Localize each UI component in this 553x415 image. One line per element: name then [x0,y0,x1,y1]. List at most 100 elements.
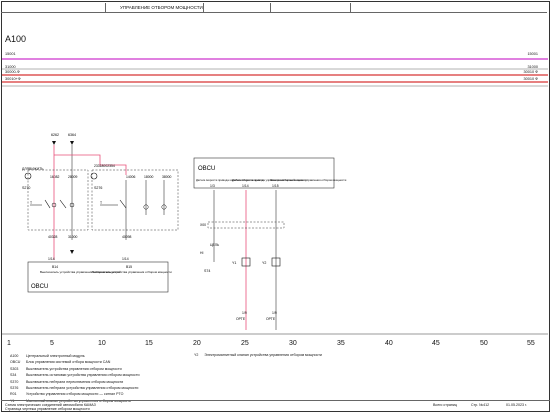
rail-label-left: 15001 [5,52,16,56]
bottom-label-2: 1/9 [272,311,277,315]
arrow-icon [70,250,74,254]
valve-y2-icon [271,257,281,267]
ruler-number: 20 [193,340,201,347]
node-31000: 31000 [68,235,78,239]
ecu-left-label: OBCU [31,284,48,290]
col3-text: Электромагнитный клапан управления отбор… [270,178,347,182]
rail-label-right: 30010 Ф [523,77,539,81]
ruler-number: 40 [385,340,393,347]
switch1-tag: S270 [22,186,30,190]
valve-y1-tag: Y1 [232,261,236,265]
ruler-number: 45 [432,340,440,347]
contact-icon [51,202,57,208]
footer-doc: Схема электрических соединений автомобил… [5,403,96,407]
header-divider [105,3,106,12]
node-18000: 18000 [144,175,154,179]
node-16082: 16082 [50,175,60,179]
rail-label-left: 30000-Ф [5,70,20,74]
rail-31000: 31000 31000 [2,64,548,71]
s274-sub: ЦЕЛЬ [210,243,220,247]
bottom-label-4: ОРТЕ [266,317,276,321]
rail-30010: 30010+Ф 30010 Ф [2,76,548,83]
switch-contact [59,199,67,209]
contact-icon [69,202,75,208]
col2-text: Датчик скорости привода управления отбор… [232,178,307,182]
switch-contact [119,199,127,209]
valve-y1-icon [241,257,251,267]
node-28009: 28009 [68,175,78,179]
switch2-tag: S276 [94,186,102,190]
conn-top2: 6364 [68,133,76,137]
header-divider [270,3,271,12]
pin-1-3: 1/3 [210,184,215,188]
ruler-number: 55 [527,340,535,347]
pt-1: 1/14 [48,257,55,261]
ruler-number: 50 [480,340,488,347]
pt-2: 1/14 [122,257,129,261]
footer-sub: Страница чертежа управление отбором мощн… [5,407,90,411]
valve-y2-tag: Y2 [262,261,266,265]
switch2-label: 23318002354 [94,164,115,168]
ruler-number: 30 [289,340,297,347]
box1-tag: B14 [52,265,58,269]
switch-symbol: T [30,201,32,205]
col1-text: Датчик скорости привода коробки отбора м… [196,178,264,182]
ruler-number: 35 [337,340,345,347]
footer-sheet: Стр. №412 [471,403,490,407]
header-title: УПРАВЛЕНИЕ ОТБОРОМ МОЩНОСТИ [120,3,204,12]
block-title: A100 [5,34,27,44]
switch-group-box [91,169,179,231]
lamp-icon [24,172,32,180]
node-40328: 40328 [48,235,58,239]
node-14006: 14006 [126,175,136,179]
node-40098: 40098 [122,235,132,239]
connector-box [207,221,285,229]
rail-label-right: 31000 [527,65,538,69]
contact-icon [161,204,167,210]
pin-1-4: 1/14 [242,184,249,188]
node-38000: 38000 [162,175,172,179]
bottom-label-3: ОРТЕ [236,317,246,321]
switch-symbol: T [100,201,102,205]
rail-label-right: 15001 [527,52,538,56]
ruler-number: 5 [50,340,54,347]
arrow-icon [52,141,56,145]
switch-contact [44,199,51,209]
ground-symbol: HI [200,251,203,255]
box1-text: Выключатель устройства управления отборо… [40,270,120,274]
conn-top1: 6262 [51,133,59,137]
arrow-icon [70,141,74,145]
ruler-number: 15 [145,340,153,347]
switch1-label: ДЛЯВИЖИТЬ [22,167,44,171]
ruler-number: 25 [241,340,249,347]
lamp-icon [90,172,98,180]
rail-label-left: 30010+Ф [5,77,21,81]
box2-text: Выключатель устройства управления отборо… [92,270,172,274]
pin-1-15: 1/15 [272,184,279,188]
footer-page: Всего страниц [433,403,457,407]
s274-tag: S74 [204,269,210,273]
footer-date: 01.05.2023 г. [506,403,527,407]
x-label: X00 [200,223,206,227]
rail-30000: 30000-Ф 30010 Ф [2,69,548,76]
rail-label-left: 31000 [5,65,16,69]
box2-tag: B15 [126,265,132,269]
bottom-label-1: 1/9 [242,311,247,315]
title-block: Схема электрических соединений автомобил… [1,400,550,413]
rail-label-right: 30010 Ф [523,70,539,74]
ruler-number: 1 [7,340,11,347]
ecu-right-label: OBCU [198,166,215,172]
wire-pink [54,154,127,175]
rail-15001: 15001 15001 [2,51,548,58]
